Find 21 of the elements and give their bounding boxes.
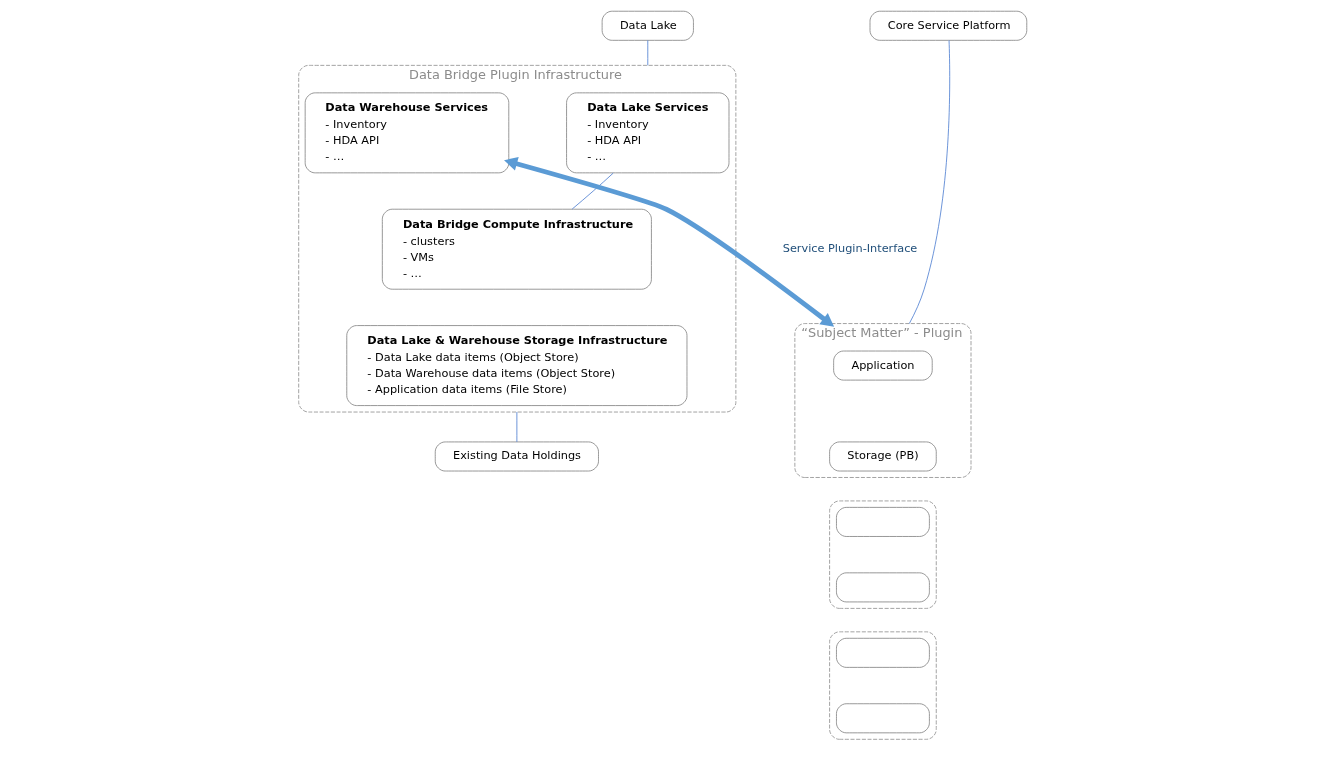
node-box: Data Lake Services - Inventory - HDA API - … bbox=[566, 92, 730, 174]
edge-label: Service Plugin-Interface bbox=[782, 242, 918, 256]
cluster bbox=[829, 631, 937, 740]
connector bbox=[571, 172, 614, 210]
cluster bbox=[829, 500, 937, 609]
node-box: Application bbox=[833, 350, 933, 381]
node-box: Data Warehouse Services - Inventory - HDA API - … bbox=[304, 92, 510, 174]
arrow bbox=[504, 157, 835, 327]
node-box: Core Service Platform bbox=[869, 10, 1028, 41]
connector bbox=[516, 411, 518, 443]
node-box bbox=[836, 572, 930, 603]
node-box: Data Lake bbox=[601, 10, 694, 41]
connector bbox=[647, 39, 649, 66]
node-box bbox=[836, 703, 930, 734]
node-box: Data Bridge Compute Infrastructure - clusters - VMs - … bbox=[381, 208, 652, 290]
connector bbox=[908, 39, 951, 324]
node-box bbox=[836, 507, 930, 537]
node-box: Existing Data Holdings bbox=[434, 441, 599, 472]
node-box: Data Lake & Warehouse Storage Infrastructure - Data Lake data items (Object Store) - Data Warehouse data items (Object Store) - Application data items (File Store) bbox=[346, 325, 688, 406]
node-box: Storage (PB) bbox=[829, 441, 937, 472]
node-box bbox=[836, 637, 930, 668]
